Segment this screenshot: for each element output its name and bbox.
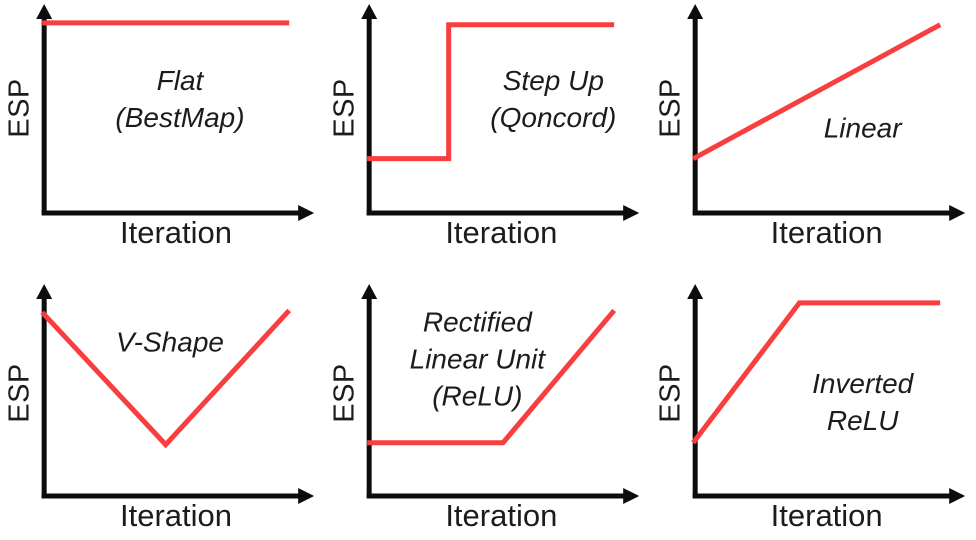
y-axis-arrow-icon xyxy=(361,284,378,299)
x-axis-arrow-icon xyxy=(298,488,315,504)
x-axis-label: Iteration xyxy=(770,498,883,533)
x-axis-label: Iteration xyxy=(770,215,883,250)
relu-chart-svg xyxy=(361,284,640,504)
v-shape-chart-svg xyxy=(36,284,315,504)
inverted-relu-chart-svg xyxy=(686,284,965,504)
esp-curve xyxy=(40,308,292,449)
esp-curve xyxy=(691,22,942,161)
panel-v-shape: ESP V-Shape Iteration xyxy=(0,260,325,540)
esp-curve xyxy=(367,308,617,446)
panel-title-relu: Rectified Linear Unit (ReLU) xyxy=(409,306,546,412)
x-axis-label: Iteration xyxy=(119,498,233,533)
step-up-chart-svg xyxy=(361,4,640,221)
x-axis-arrow-icon xyxy=(948,205,965,221)
panel-linear: ESP Linear Iteration xyxy=(651,0,976,260)
y-axis-arrow-icon xyxy=(36,4,53,19)
y-axis-arrow-icon xyxy=(361,4,378,19)
panel-title-inverted-relu: Inverted ReLU xyxy=(812,368,914,436)
x-axis-label: Iteration xyxy=(445,215,558,250)
panel-title-flat: Flat (BestMap) xyxy=(115,65,245,133)
y-axis-arrow-icon xyxy=(36,284,53,299)
flat-chart-svg xyxy=(36,4,315,221)
y-axis-arrow-icon xyxy=(686,284,703,299)
x-axis-arrow-icon xyxy=(298,205,315,221)
esp-curve xyxy=(690,300,940,445)
y-axis-label: ESP xyxy=(328,363,361,423)
x-axis-label: Iteration xyxy=(445,498,558,533)
esp-curve xyxy=(367,22,615,162)
y-axis-label: ESP xyxy=(3,78,36,138)
panel-title-linear: Linear xyxy=(823,112,902,144)
panel-relu: ESP Rectified Linear Unit (ReLU) Iterati… xyxy=(325,260,650,540)
panel-title-v-shape: V-Shape xyxy=(116,326,224,358)
linear-chart-svg xyxy=(686,4,965,221)
y-axis-label: ESP xyxy=(328,78,361,138)
panel-step-up: ESP Step Up (Qoncord) Iteration xyxy=(325,0,650,260)
x-axis-arrow-icon xyxy=(948,488,965,504)
x-axis-label: Iteration xyxy=(119,215,233,250)
panel-flat: ESP Flat (BestMap) Iteration xyxy=(0,0,325,260)
y-axis-label: ESP xyxy=(654,363,687,423)
panel-title-step-up: Step Up (Qoncord) xyxy=(490,65,617,133)
y-axis-label: ESP xyxy=(3,363,36,423)
x-axis-arrow-icon xyxy=(623,488,640,504)
y-axis-arrow-icon xyxy=(686,4,703,19)
y-axis-label: ESP xyxy=(654,78,687,138)
panel-inverted-relu: ESP Inverted ReLU Iteration xyxy=(651,260,976,540)
x-axis-arrow-icon xyxy=(623,205,640,221)
